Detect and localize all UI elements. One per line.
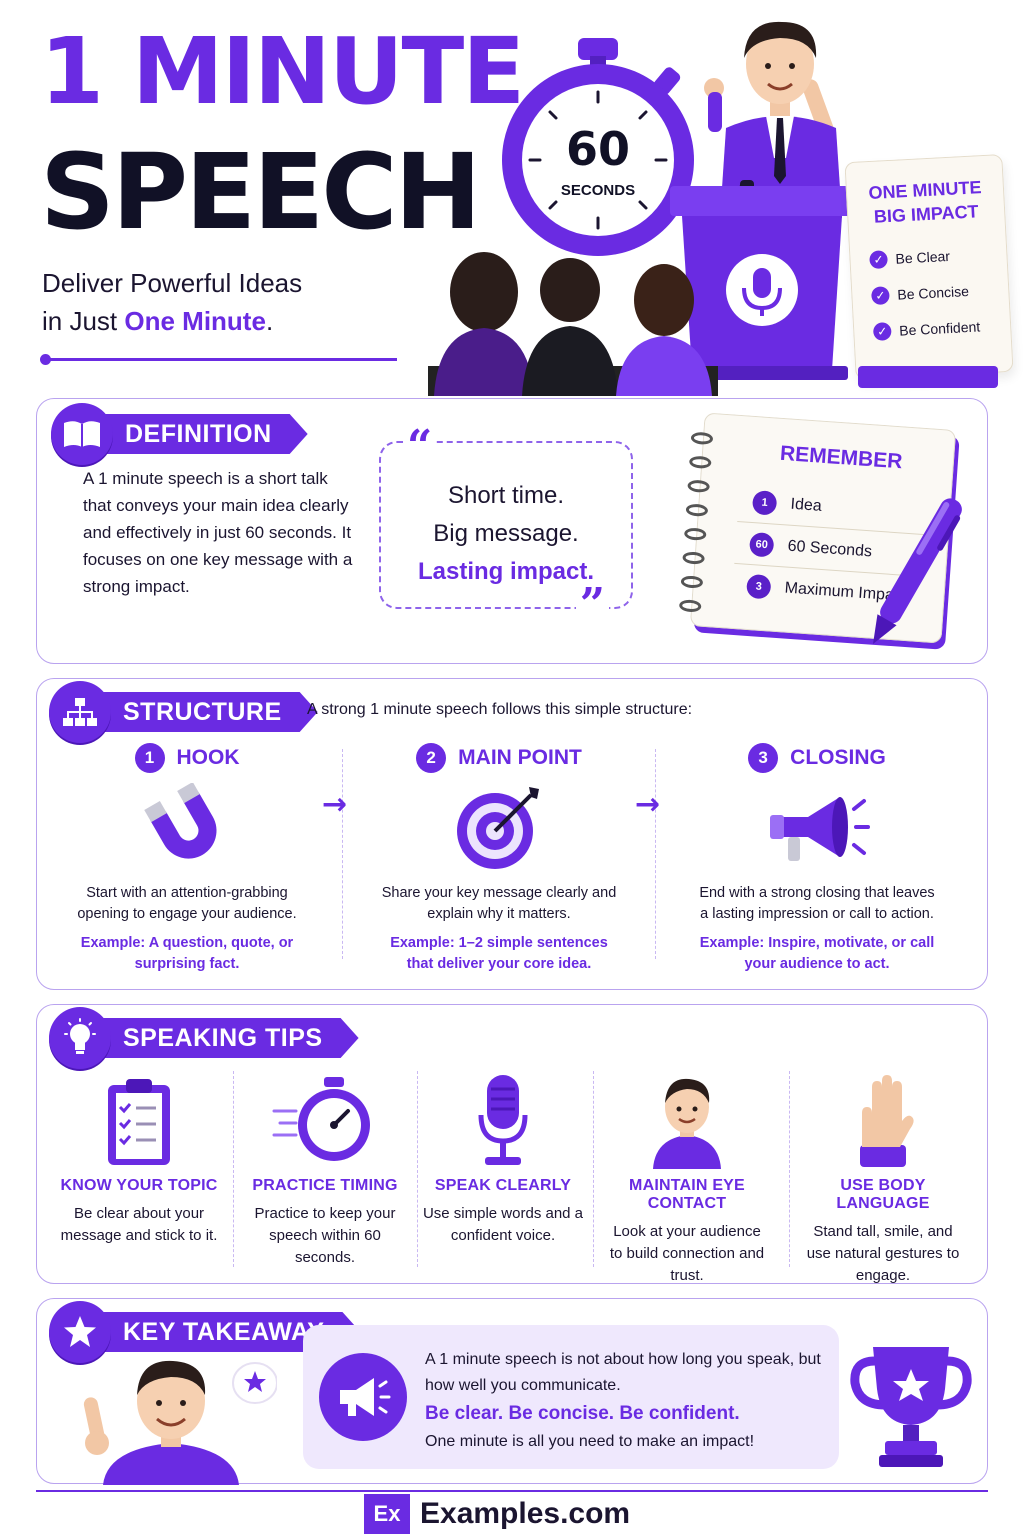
footer-brand[interactable]: Ex Examples.com [364,1494,630,1534]
spiral-ring [683,527,707,541]
clipboard-icon [49,1071,229,1171]
quote-line-2: Big message. [433,520,579,547]
target-icon [359,773,639,883]
subtitle-line-1: Deliver Powerful Ideas [42,268,303,298]
spiral-ring [678,599,702,613]
spiral-ring [687,479,711,493]
timer-value: 60 [565,122,630,176]
tip-speak-clearly: SPEAK CLEARLY Use simple words and a con… [413,1071,593,1247]
megaphone-circle-icon [319,1353,407,1441]
arrow-right-icon: → [635,787,661,822]
board-item: ✓ Be Confident [872,317,981,341]
subtitle-pre: in Just [42,306,125,336]
subtitle-line-2: in Just One Minute. [42,302,302,340]
title-line-1: 1 MINUTE [40,18,525,125]
definition-text: A 1 minute speech is a short talk that c… [83,469,353,596]
lightbulb-icon [49,1007,111,1069]
tip-body-language: USE BODY LANGUAGE Stand tall, smile, and… [793,1071,973,1287]
trophy-icon [850,1347,972,1467]
stopwatch-icon [502,38,694,256]
quote-box: “ ” Short time. Big message. Lasting imp… [379,425,633,627]
structure-intro: A strong 1 minute speech follows this si… [307,701,693,718]
definition-panel: DEFINITION A 1 minute speech is a short … [36,398,988,664]
title-line-2: SPEECH [40,131,482,253]
check-icon: ✓ [872,322,892,341]
spiral-ring [682,551,705,565]
subtitle-post: . [265,306,274,336]
spiral-ring [690,431,714,446]
tip-divider [593,1071,594,1267]
structure-label: STRUCTURE [97,692,318,732]
spiral-ring [688,455,712,470]
impact-board: ONE MINUTE BIG IMPACT ✓ Be Clear ✓ Be Co… [844,154,1014,380]
open-quote-icon: “ [403,425,437,469]
title-underline [40,354,397,365]
star-icon [49,1301,111,1363]
takeaway-line-3: One minute is all you need to make an im… [425,1433,755,1450]
stopwatch-small-icon [235,1071,415,1171]
step-divider [342,749,343,959]
magnet-icon [47,773,327,883]
board-stand [858,366,998,388]
board-item: ✓ Be Concise [870,282,969,306]
notebook-title: REMEMBER [779,441,904,474]
tip-know-topic: KNOW YOUR TOPIC Be clear about your mess… [49,1071,229,1247]
takeaway-text: A 1 minute speech is not about how long … [425,1347,835,1455]
subtitle-highlight: One Minute [124,306,266,336]
takeaway-panel: KEY TAKEAWAY A 1 minute speech is not ab… [36,1298,988,1485]
quote-lines: Short time. Big message. Lasting impact. [381,477,631,591]
tip-divider [233,1071,234,1267]
raised-hand-icon [793,1071,973,1171]
brand-logo: Ex [364,1494,410,1534]
podium-icon [670,180,854,380]
timer-unit: SECONDS [560,182,636,199]
takeaway-box: A 1 minute speech is not about how long … [303,1325,839,1469]
pen-icon [873,498,962,645]
tips-heading: SPEAKING TIPS [49,1007,359,1069]
check-icon: ✓ [869,250,889,270]
hero-illustration: 60 SECONDS ONE MI [412,0,1024,396]
tips-panel: SPEAKING TIPS KNOW YOUR TOPIC Be clear a… [36,1004,988,1284]
arrow-right-icon: → [322,787,348,822]
takeaway-line-1: A 1 minute speech is not about how long … [425,1351,821,1394]
subtitle: Deliver Powerful Ideas in Just One Minut… [42,264,302,340]
check-icon: ✓ [870,286,890,306]
microphone-icon [413,1071,593,1171]
person-avatar-icon [597,1071,777,1171]
step-divider [655,749,656,959]
presenter-avatar-icon [83,1360,277,1485]
definition-heading: DEFINITION [51,403,308,465]
brand-name: Examples.com [420,1497,631,1530]
structure-panel: STRUCTURE A strong 1 minute speech follo… [36,678,988,990]
megaphone-icon [677,773,957,883]
hierarchy-icon [49,681,111,743]
board-item: ✓ Be Clear [869,247,950,270]
takeaway-line-2: Be clear. Be concise. Be confident. [425,1403,740,1424]
quote-line-3: Lasting impact. [417,558,595,585]
quote-line-1: Short time. [447,482,565,509]
audience-icon [428,252,718,396]
definition-label: DEFINITION [99,414,308,454]
close-quote-icon: ” [575,583,609,627]
spiral-ring [685,503,709,517]
spiral-ring [680,575,704,589]
footer-rule [36,1490,988,1492]
book-icon [51,403,113,465]
board-title-2: BIG IMPACT [873,201,980,227]
tip-divider [789,1071,790,1267]
tips-label: SPEAKING TIPS [97,1018,359,1058]
tip-practice-timing: PRACTICE TIMING Practice to keep your sp… [235,1071,415,1269]
tip-eye-contact: MAINTAIN EYE CONTACT Look at your audien… [597,1071,777,1287]
structure-heading: STRUCTURE [49,681,318,743]
tip-divider [417,1071,418,1267]
